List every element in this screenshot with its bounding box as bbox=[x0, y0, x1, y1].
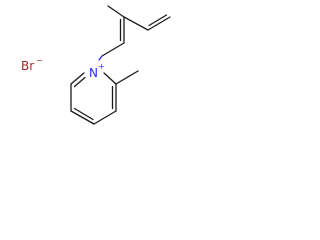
ring-bond-c6-n-inner bbox=[73, 76, 86, 88]
bond-methyl-branch bbox=[107, 5, 125, 18]
bond-vinyl-double bbox=[147, 16, 171, 31]
pyridinium-nitrogen: N + bbox=[89, 62, 105, 80]
ring-bond-c4-c5 bbox=[70, 110, 95, 125]
ring-bond-c3-c4 bbox=[93, 110, 117, 125]
bond-c-ch bbox=[123, 16, 149, 31]
nitrogen-symbol: N bbox=[89, 66, 98, 80]
bromide-charge: − bbox=[36, 56, 43, 65]
bromide-ion: Br − bbox=[21, 56, 43, 73]
chemical-structure: Br − N + bbox=[21, 5, 171, 125]
pyridinium-ring bbox=[70, 70, 139, 125]
ring-bond-c6-n bbox=[70, 72, 85, 85]
bond-n-ch2 bbox=[98, 55, 103, 61]
ring-bond-c4-c5-inner bbox=[73, 107, 94, 121]
bond-vinyl-double-inner bbox=[148, 14, 168, 27]
ring-bond-n-c2 bbox=[103, 72, 117, 85]
bond-ch2-ch bbox=[101, 42, 125, 57]
nitrogen-charge: + bbox=[98, 62, 105, 71]
pentadienyl-chain bbox=[101, 5, 171, 57]
bond-ring-methyl bbox=[115, 70, 139, 85]
bromide-symbol: Br bbox=[21, 59, 34, 73]
